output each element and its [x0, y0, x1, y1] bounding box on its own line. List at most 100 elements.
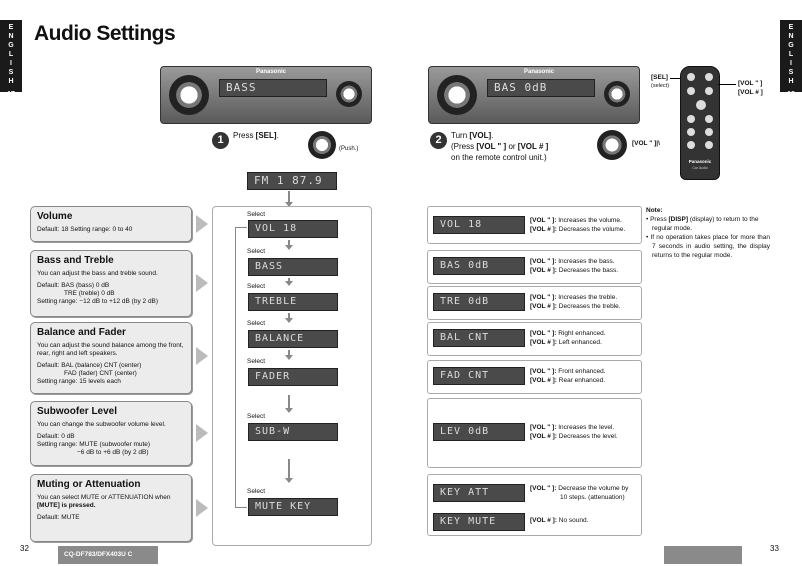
tab-letter: E [8, 24, 14, 31]
key-label: [VOL " ]: [530, 485, 557, 492]
menu-lcd-fader: FADER [248, 368, 338, 386]
step-2-badge: 2 [430, 132, 447, 149]
menu-lcd-treble: TREBLE [248, 293, 338, 311]
menu-lcd-mute-key: MUTE KEY [248, 498, 338, 516]
remote-vol-labels: [VOL " ] [VOL # ] [738, 79, 763, 97]
remote-button[interactable] [705, 73, 713, 81]
result-text: [VOL " ]: Increases the treble.[VOL # ]:… [530, 293, 621, 311]
key-label: [VOL " ]: [530, 330, 557, 337]
result-desc: Increases the bass. [556, 258, 615, 265]
result-desc: Rear enhanced. [556, 377, 606, 384]
arrow-down-icon [285, 350, 293, 360]
category-title: Subwoofer Level [37, 406, 118, 417]
note-block: Note: • Press [DISP] (display) to return… [646, 206, 770, 260]
category-title: Balance and Fader [37, 327, 126, 338]
category-text: Setting range: 15 levels each [37, 378, 121, 385]
arrow-right-icon [196, 215, 208, 233]
result-lcd: LEV 0dB [433, 423, 525, 441]
remote-button[interactable] [705, 141, 713, 149]
remote-brand-sub: Car Audio [692, 166, 708, 170]
result-desc: 10 steps. (attenuation) [560, 494, 625, 501]
tab-letter: G [788, 42, 794, 49]
arrow-right-icon [196, 347, 208, 365]
select-menu-panel: Select VOL 18 Select BASS Select TREBLE … [212, 206, 372, 546]
step-text: (Press [451, 142, 477, 151]
arrow-right-icon [196, 499, 208, 517]
remote-sel-button[interactable] [696, 100, 706, 110]
loop-back-line [235, 507, 247, 508]
rotate-knob-icon[interactable] [597, 130, 627, 160]
category-text: You can adjust the sound balance among t… [37, 342, 184, 357]
category-title: Muting or Attenuation [37, 479, 141, 490]
remote-button[interactable] [687, 128, 695, 136]
result-lcd: BAL CNT [433, 329, 525, 347]
remote-button[interactable] [705, 115, 713, 123]
vol-up-label: [VOL " ] [738, 80, 763, 87]
tab-number: 17 [7, 91, 15, 98]
footer-bar-right [664, 546, 742, 564]
select-label: Select [247, 488, 266, 495]
page-number-left: 32 [20, 544, 29, 553]
model-number: CQ-DF783/DFX403U C [64, 551, 133, 558]
category-balance-fader: Balance and Fader You can adjust the sou… [30, 322, 192, 394]
select-label: Select [247, 283, 266, 290]
dpad-icon[interactable] [604, 81, 630, 107]
remote-button[interactable] [687, 115, 695, 123]
step-text: . [491, 131, 494, 140]
result-fader: FAD CNT [VOL " ]: Front enhanced.[VOL # … [427, 360, 642, 394]
tab-letter: G [8, 42, 14, 49]
arrow-down-icon [285, 313, 293, 323]
remote-button[interactable] [705, 87, 713, 95]
category-bass-treble: Bass and Treble You can adjust the bass … [30, 250, 192, 317]
select-label: Select [247, 211, 266, 218]
category-text: Default: 18 Setting range: 0 to 40 [37, 226, 133, 233]
volume-knob-icon[interactable] [437, 75, 477, 115]
result-desc: Right enhanced. [556, 330, 606, 337]
remote-button[interactable] [705, 128, 713, 136]
remote-button[interactable] [687, 87, 695, 95]
key-label: [VOL # ] [517, 142, 549, 151]
category-text: −6 dB to +6 dB (by 2 dB) [77, 449, 149, 456]
tab-letter: I [10, 60, 12, 67]
result-key: KEY ATT [VOL " ]: Decrease the volume by… [427, 474, 642, 536]
key-label: [VOL # ]: [530, 267, 557, 274]
result-text: [VOL " ]: Right enhanced.[VOL # ]: Left … [530, 329, 606, 347]
push-knob-icon[interactable] [308, 131, 336, 159]
tab-number: 18 [787, 91, 795, 98]
key-label: [VOL # ]: [530, 226, 557, 233]
tab-letter: E [788, 24, 794, 31]
key-label: [VOL # ]: [530, 433, 557, 440]
result-text: [VOL " ]: Increases the level.[VOL # ]: … [530, 423, 618, 441]
arrow-right-icon [196, 424, 208, 442]
category-text: You can select MUTE or ATTENUATION when [37, 494, 171, 501]
note-text: If no operation takes place for more tha… [650, 234, 770, 259]
key-label: [VOL # ]: [530, 339, 557, 346]
tab-letter: S [8, 69, 14, 76]
key-label: [VOL " ]: [530, 217, 557, 224]
remote-button[interactable] [687, 141, 695, 149]
remote-button[interactable] [687, 73, 695, 81]
step-text: on the remote control unit.) [451, 153, 547, 162]
stereo-unit-right: Panasonic BAS 0dB [428, 66, 640, 124]
dpad-icon[interactable] [336, 81, 362, 107]
menu-lcd-balance: BALANCE [248, 330, 338, 348]
volume-knob-icon[interactable] [169, 75, 209, 115]
category-title: Bass and Treble [37, 255, 114, 266]
result-desc: Decreases the treble. [556, 303, 621, 310]
remote-sel-sub: (select) [651, 83, 670, 89]
category-muting: Muting or Attenuation You can select MUT… [30, 474, 192, 542]
remote-sel-label: [SEL] [651, 74, 668, 81]
arrow-down-icon [285, 278, 293, 286]
footer-bar-left [58, 546, 158, 564]
result-desc: Decreases the level. [556, 433, 618, 440]
key-label: [VOL " ]: [530, 424, 557, 431]
menu-lcd-subwoofer: SUB-W [248, 423, 338, 441]
arrow-down-icon [285, 395, 293, 413]
category-text: FAD (fader) CNT (center) [64, 370, 137, 377]
result-desc: Decreases the volume. [556, 226, 626, 233]
result-text: [VOL " ]: Increases the volume.[VOL # ]:… [530, 216, 625, 234]
tab-letter: S [788, 69, 794, 76]
stereo-unit-left: Panasonic BASS [160, 66, 372, 124]
key-label: [VOL " ]: [530, 294, 557, 301]
category-text: Default: 0 dB [37, 433, 75, 440]
